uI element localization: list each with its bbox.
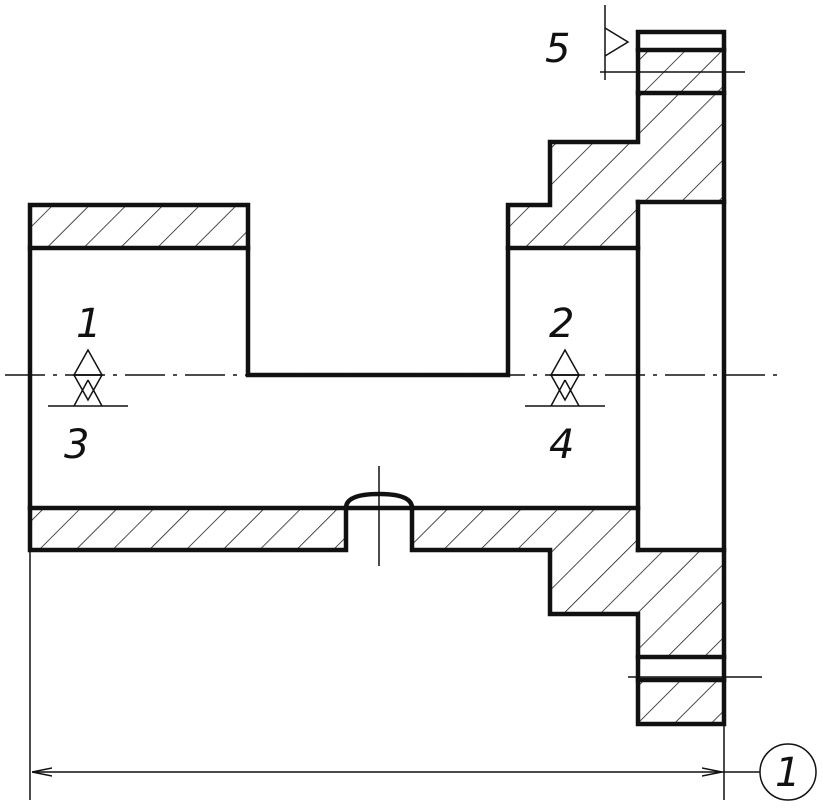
support-symbol-2-4 — [525, 348, 605, 407]
label-surface-2: 2 — [549, 301, 574, 347]
support-triangle-3 — [72, 374, 104, 402]
hatched-sections — [30, 50, 724, 724]
outer-contour — [27, 29, 727, 727]
hatch-lower-flange — [550, 550, 724, 657]
hatch-right-bottom-wall — [412, 508, 638, 550]
support-symbol-5 — [604, 5, 630, 80]
overall-length-dimension — [29, 550, 817, 801]
support-triangle-1 — [72, 348, 104, 376]
support-triangle-4 — [549, 374, 581, 402]
support-tick-4b — [564, 379, 580, 407]
label-surface-3: 3 — [64, 422, 89, 468]
label-surface-4: 4 — [549, 422, 574, 468]
label-surface-5: 5 — [545, 26, 570, 72]
hatch-bottom-bolt-bore — [638, 680, 724, 724]
support-tick-3a — [73, 379, 89, 407]
support-tick-4a — [550, 379, 566, 407]
hatch-upper-flange — [508, 93, 724, 248]
dimension-balloon — [759, 743, 817, 801]
support-check-5 — [604, 27, 630, 57]
label-surface-1: 1 — [76, 301, 101, 347]
label-dimension-1: 1 — [775, 750, 800, 796]
support-symbol-1-3 — [48, 348, 128, 407]
hatch-left-top-wall — [30, 205, 248, 248]
part-outline — [27, 29, 727, 727]
support-triangle-2 — [549, 348, 581, 376]
center-lines — [5, 71, 780, 678]
support-tick-3b — [87, 379, 103, 407]
hatch-left-bottom-wall — [30, 508, 346, 550]
